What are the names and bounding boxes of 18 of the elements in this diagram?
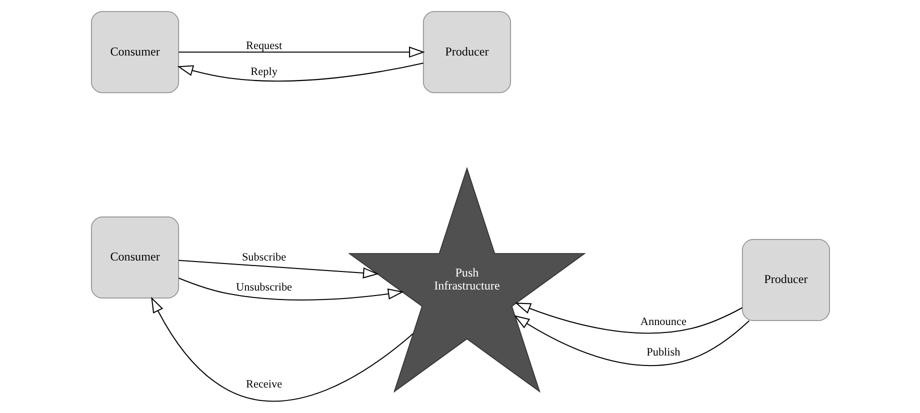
edge-label: Receive [246, 378, 282, 390]
arrow [176, 62, 423, 82]
arrow [178, 46, 424, 58]
node-box: Consumer [90, 216, 179, 298]
edge-label: Unsubscribe [236, 282, 292, 294]
edge-label: Request [246, 40, 282, 52]
arrow [178, 260, 378, 278]
edge-label: Reply [250, 66, 277, 78]
arrow [150, 296, 413, 402]
node-box: Consumer [90, 11, 179, 94]
edge-label: Announce [640, 316, 686, 328]
arrow [514, 302, 742, 334]
edge-label: Publish [646, 346, 680, 358]
arrow [178, 278, 404, 300]
node-box: Producer [741, 238, 830, 321]
node-box: Producer [422, 11, 510, 94]
arrow [513, 315, 750, 366]
edge-label: Subscribe [241, 251, 286, 264]
